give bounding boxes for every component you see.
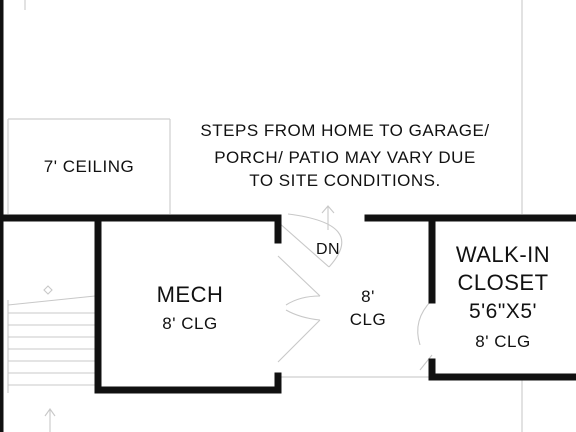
hall-ceiling-line-2: CLG — [350, 310, 386, 329]
steps-note-line-3: TO SITE CONDITIONS. — [249, 171, 440, 190]
stair-door-leaf — [277, 221, 330, 268]
stair — [7, 285, 101, 432]
closet-name-line-1: WALK-IN — [456, 242, 550, 267]
down-arrow — [321, 205, 335, 230]
guide-lines — [7, 0, 523, 432]
stair-break-mark — [43, 285, 53, 295]
mech-door-leaf-top — [277, 255, 321, 297]
door-swings — [277, 213, 433, 371]
closet-ceiling: 8' CLG — [475, 332, 530, 351]
hall-ceiling-line-1: 8' — [361, 287, 375, 306]
mech-door-leaf-bottom — [277, 319, 321, 363]
steps-note-line-2: PORCH/ PATIO MAY VARY DUE — [214, 148, 476, 167]
closet-size: 5'6"X5' — [469, 300, 537, 323]
closet-door-leaf — [419, 354, 433, 371]
stair-direction-label: DN — [316, 241, 340, 258]
labels: STEPS FROM HOME TO GARAGE/ PORCH/ PATIO … — [44, 121, 550, 351]
ceiling-area-label: 7' CEILING — [44, 157, 134, 176]
stair-arrow-head — [44, 408, 56, 417]
mech-room-ceiling: 8' CLG — [162, 314, 217, 333]
closet-name-line-2: CLOSET — [457, 270, 548, 295]
mech-door-arc — [285, 295, 321, 306]
closet-door-arc — [417, 299, 433, 346]
steps-note-line-1: STEPS FROM HOME TO GARAGE/ — [200, 121, 489, 140]
stair-break-line — [7, 295, 96, 306]
mech-door-arc — [285, 309, 321, 321]
stair-door-arc — [287, 213, 343, 268]
mech-room-name: MECH — [157, 282, 224, 307]
